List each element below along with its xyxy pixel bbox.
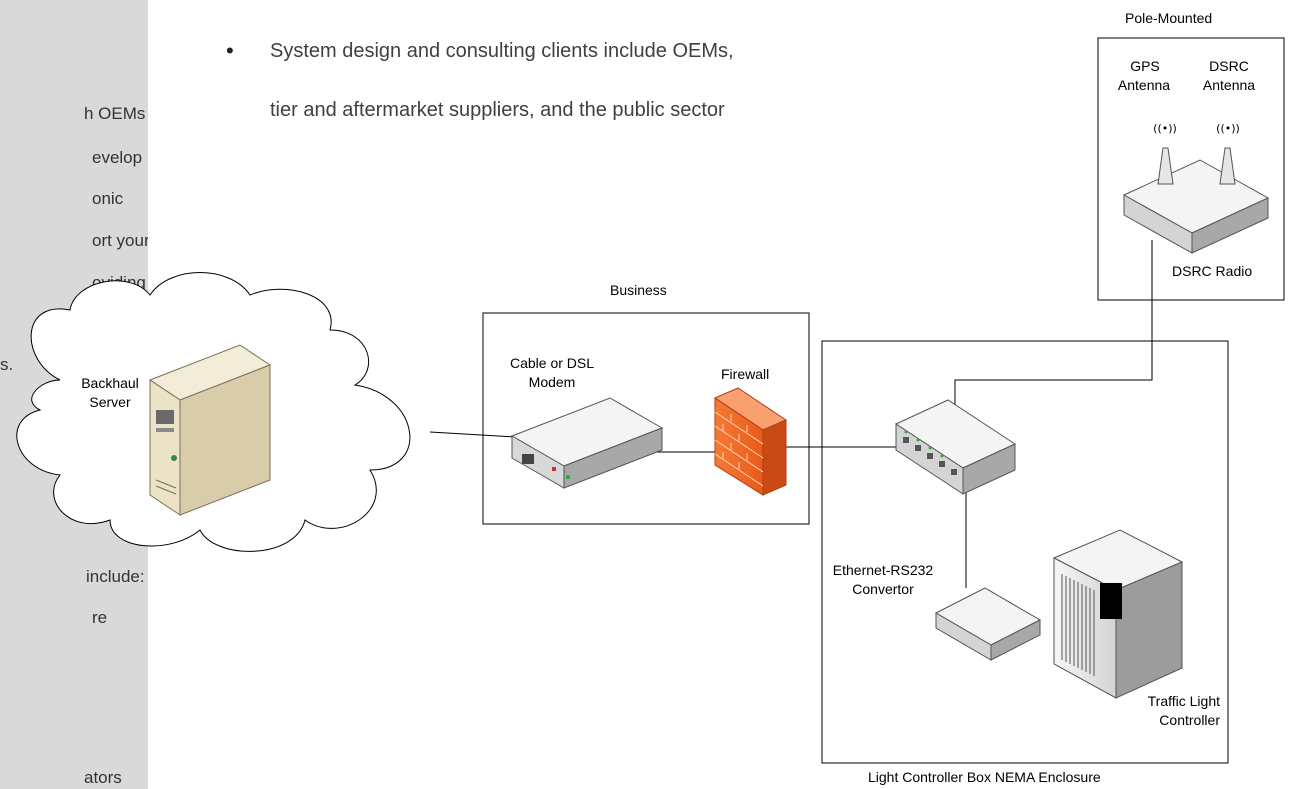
business-label: Business bbox=[610, 282, 667, 298]
enclosure-label: Light Controller Box NEMA Enclosure bbox=[868, 769, 1101, 785]
backhaul-label-2: Server bbox=[89, 394, 131, 410]
gps-antenna-icon: ((•)) bbox=[1153, 122, 1177, 185]
backhaul-label-1: Backhaul bbox=[81, 375, 139, 391]
controller-label-1: Traffic Light bbox=[1147, 693, 1220, 709]
modem-label-2: Modem bbox=[528, 374, 576, 390]
firewall-label: Firewall bbox=[721, 366, 770, 382]
business-box bbox=[482, 312, 810, 525]
sidebar-fragment: s. bbox=[0, 355, 14, 374]
controller-label-2: Controller bbox=[1159, 712, 1220, 728]
pole-mounted-label: Pole-Mounted bbox=[1125, 10, 1213, 26]
firewall-icon bbox=[713, 387, 788, 496]
svg-text:((•)): ((•)) bbox=[1153, 122, 1177, 135]
gps-antenna-label-2: Antenna bbox=[1117, 77, 1171, 93]
bullet-dot: • bbox=[226, 38, 234, 63]
server-icon bbox=[148, 344, 272, 516]
dsrc-radio-icon bbox=[1122, 159, 1270, 254]
dsrc-antenna-label-1: DSRC bbox=[1209, 58, 1249, 74]
connection-lines bbox=[429, 240, 1153, 588]
bullet-text-line-1: System design and consulting clients inc… bbox=[270, 40, 734, 62]
dsrc-radio-label: DSRC Radio bbox=[1172, 263, 1253, 279]
enclosure-box bbox=[821, 340, 1229, 764]
dsrc-antenna-label-2: Antenna bbox=[1202, 77, 1256, 93]
converter-icon bbox=[934, 587, 1042, 661]
gps-antenna-label-1: GPS bbox=[1130, 58, 1160, 74]
network-switch-icon bbox=[894, 399, 1017, 495]
modem-icon bbox=[510, 397, 664, 489]
svg-text:((•)): ((•)) bbox=[1216, 122, 1240, 135]
converter-label-2: Convertor bbox=[852, 581, 914, 597]
pole-mounted-box bbox=[1097, 37, 1285, 301]
controller-cabinet-icon bbox=[1052, 529, 1184, 699]
converter-label-1: Ethernet-RS232 bbox=[832, 562, 934, 578]
dsrc-antenna-icon: ((•)) bbox=[1216, 122, 1240, 185]
modem-label-1: Cable or DSL bbox=[509, 355, 595, 371]
bullet-text-line-2: tier and aftermarket suppliers, and the … bbox=[270, 99, 725, 121]
